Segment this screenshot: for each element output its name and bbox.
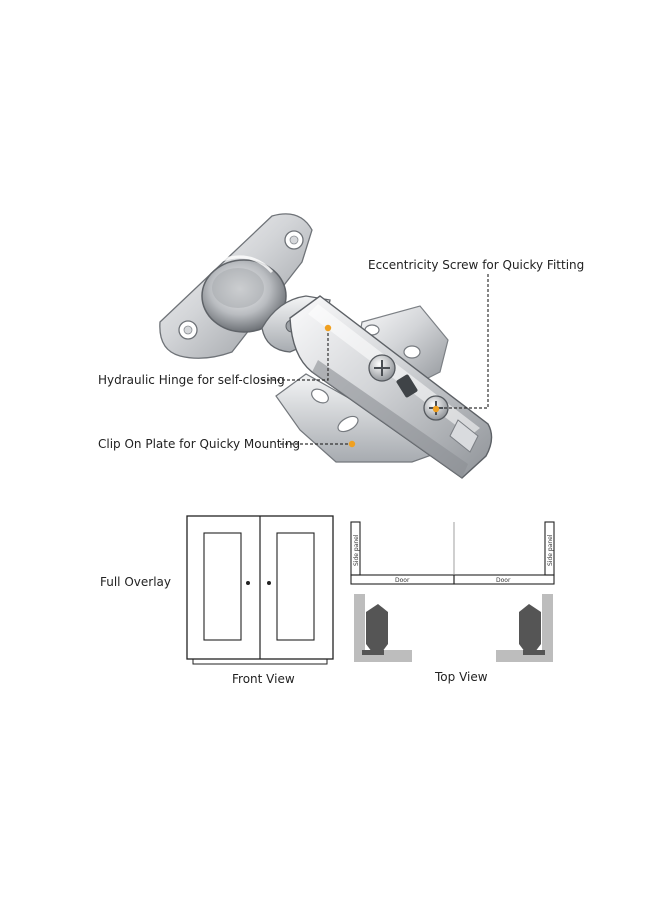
right-hinge-section bbox=[496, 594, 553, 662]
door-label-left: Door bbox=[395, 577, 410, 584]
plate-hole-3 bbox=[403, 345, 421, 359]
hinge-arm bbox=[289, 295, 493, 479]
callout-marker-plate bbox=[348, 440, 356, 448]
right-door-panel bbox=[276, 532, 315, 641]
hinge-illustration bbox=[159, 213, 493, 479]
label-full-overlay: Full Overlay bbox=[100, 575, 171, 589]
side-panel-label-left: Side panel bbox=[353, 534, 360, 566]
right-door bbox=[453, 574, 555, 585]
plate-slot bbox=[337, 415, 359, 433]
front-view-diagram bbox=[186, 515, 334, 665]
cabinet-base bbox=[192, 658, 328, 665]
top-view-diagram bbox=[350, 521, 555, 662]
label-front-view: Front View bbox=[232, 672, 295, 686]
label-eccentricity-screw: Eccentricity Screw for Quicky Fitting bbox=[368, 258, 585, 272]
label-top-view: Top View bbox=[435, 670, 488, 684]
right-knob bbox=[267, 581, 271, 585]
plate-hole-1 bbox=[311, 388, 329, 404]
leader-eccentricity bbox=[442, 274, 489, 409]
leader-hydraulic bbox=[262, 332, 329, 381]
callout-marker-eccentric bbox=[432, 405, 440, 413]
callout-lines bbox=[262, 274, 489, 445]
callout-marker-hydraulic bbox=[324, 324, 332, 332]
label-hydraulic-hinge: Hydraulic Hinge for self-closing bbox=[98, 373, 285, 387]
arm-slot bbox=[396, 374, 418, 398]
left-door-panel bbox=[203, 532, 242, 641]
label-clip-on-plate: Clip On Plate for Quicky Mounting bbox=[98, 437, 301, 451]
left-hinge-section bbox=[354, 594, 412, 662]
left-knob bbox=[246, 581, 250, 585]
door-label-right: Door bbox=[496, 577, 511, 584]
side-panel-label-right: Side panel bbox=[547, 534, 554, 566]
